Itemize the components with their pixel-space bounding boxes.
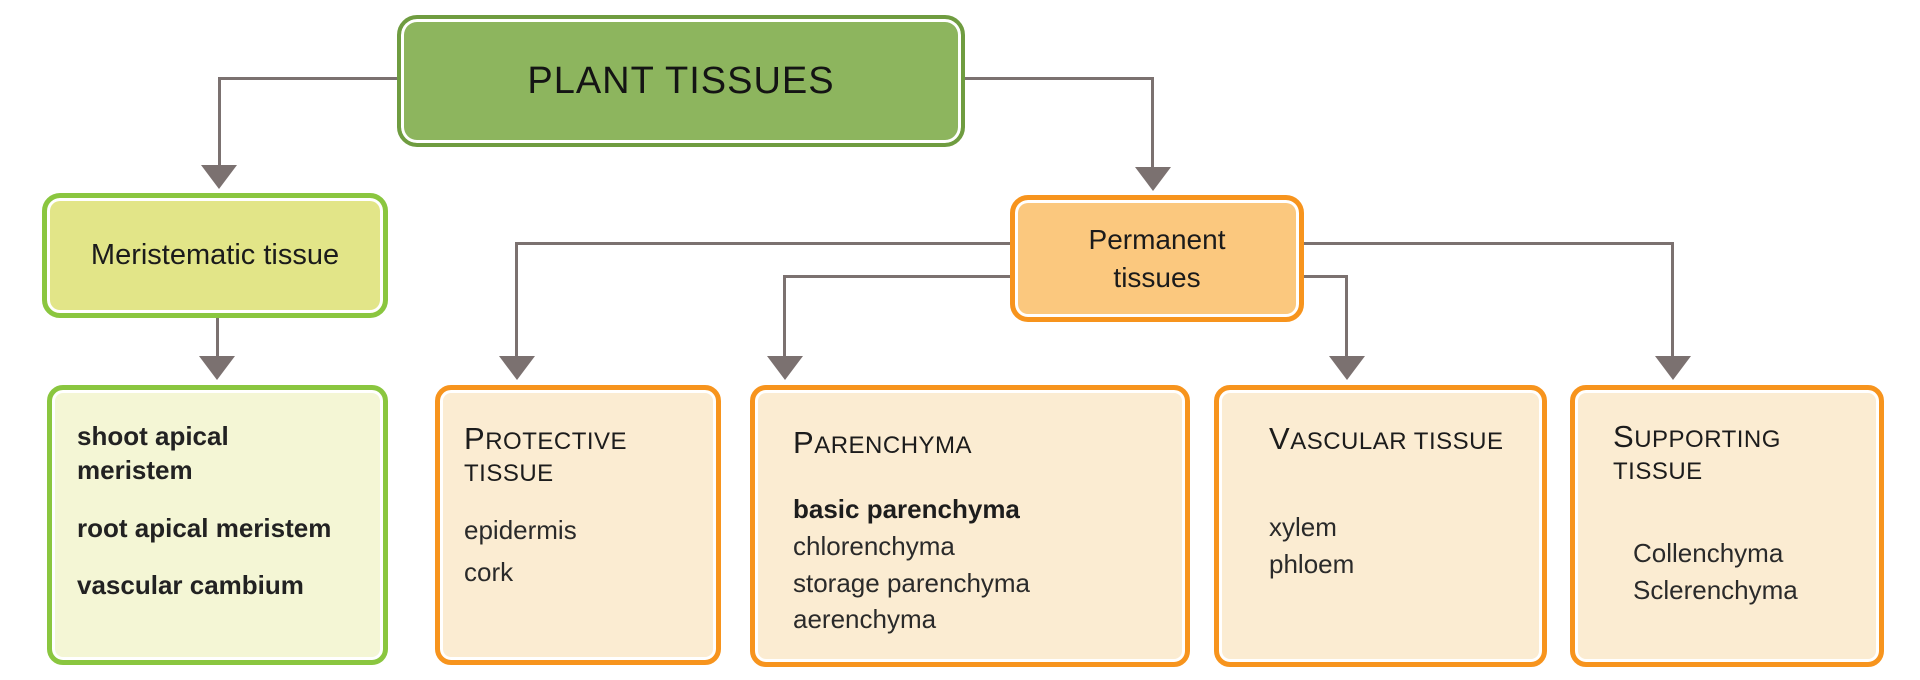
list-item: epidermis — [464, 514, 577, 545]
list-item: basic parenchyma — [793, 493, 1020, 524]
connector-permanent-to-parenchyma-v — [783, 275, 786, 356]
card-parenchyma: PARENCHYMA basic parenchyma chlorenchyma… — [750, 385, 1190, 667]
permanent-label: Permanent tissues — [1088, 223, 1226, 293]
card-vascular-tissue: VASCULAR TISSUE xylem phloem — [1214, 385, 1547, 667]
list-item: root apical meristem — [77, 512, 332, 543]
connector-root-to-meristematic-v — [218, 77, 221, 165]
list-item: phloem — [1269, 548, 1355, 579]
connector-root-to-meristematic-h — [220, 77, 397, 80]
arrow-into-permanent-icon — [1135, 167, 1171, 191]
node-permanent-tissues: Permanent tissues — [1010, 195, 1304, 322]
list-item: Sclerenchyma — [1633, 574, 1798, 605]
connector-permanent-to-parenchyma-h — [785, 275, 1010, 278]
arrow-into-meristematic-icon — [201, 165, 237, 189]
connector-permanent-to-protective-v — [515, 242, 518, 356]
root-node-label: PLANT TISSUES — [527, 59, 835, 102]
meristematic-label: Meristematic tissue — [90, 239, 340, 271]
connector-meristematic-to-list-v — [216, 318, 219, 356]
card-title: SUPPORTING TISSUE — [1613, 419, 1781, 485]
node-meristematic-tissue: Meristematic tissue — [42, 193, 388, 318]
list-item: Collenchyma — [1633, 537, 1784, 568]
connector-root-to-permanent-h — [965, 77, 1153, 80]
list-item: storage parenchyma — [793, 567, 1031, 598]
list-item: vascular cambium — [77, 570, 304, 601]
connector-permanent-to-supporting-h — [1304, 242, 1673, 245]
arrow-into-protective-icon — [499, 356, 535, 380]
list-item: cork — [464, 556, 514, 587]
list-item: aerenchyma — [793, 604, 937, 635]
connector-permanent-to-vascular-v — [1345, 275, 1348, 356]
arrow-into-meristem-list-icon — [199, 356, 235, 380]
arrow-into-supporting-icon — [1655, 356, 1691, 380]
card-protective-tissue: PROTECTIVE TISSUE epidermis cork — [435, 385, 721, 665]
card-supporting-tissue: SUPPORTING TISSUE Collenchyma Sclerenchy… — [1570, 385, 1884, 667]
connector-permanent-to-supporting-v — [1671, 242, 1674, 356]
list-item: xylem — [1269, 511, 1337, 542]
card-title: VASCULAR TISSUE — [1269, 421, 1504, 456]
card-title: PROTECTIVE TISSUE — [464, 421, 628, 487]
connector-permanent-to-vascular-h — [1304, 275, 1347, 278]
root-node-plant-tissues: PLANT TISSUES — [397, 15, 965, 147]
list-item: chlorenchyma — [793, 530, 955, 561]
arrow-into-parenchyma-icon — [767, 356, 803, 380]
list-item: shoot apical meristem — [77, 421, 229, 485]
meristematic-types-box: shoot apical meristem root apical merist… — [47, 385, 388, 665]
arrow-into-vascular-icon — [1329, 356, 1365, 380]
connector-root-to-permanent-v — [1151, 77, 1154, 167]
connector-permanent-to-protective-h — [517, 242, 1010, 245]
card-title: PARENCHYMA — [793, 425, 973, 460]
